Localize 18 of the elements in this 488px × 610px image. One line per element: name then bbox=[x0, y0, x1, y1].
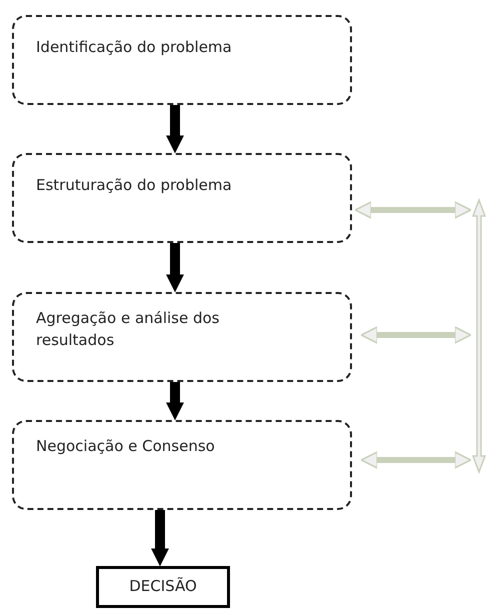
double-arrow-bar bbox=[472, 200, 486, 472]
arrow bbox=[166, 382, 184, 420]
process-box bbox=[12, 153, 352, 243]
arrow bbox=[354, 201, 472, 219]
arrow bbox=[166, 105, 184, 154]
box-text: Negociação e Consenso bbox=[36, 436, 216, 457]
arrow bbox=[360, 326, 472, 344]
box-text: Agregação e análise dos resultados bbox=[36, 308, 220, 351]
arrow bbox=[360, 451, 472, 469]
arrow bbox=[151, 510, 169, 566]
process-box bbox=[12, 292, 352, 382]
process-box bbox=[12, 15, 352, 105]
decision-box bbox=[96, 566, 230, 608]
box-text: DECISÃO bbox=[129, 576, 197, 598]
arrow bbox=[166, 243, 184, 292]
box-text: Estruturação do problema bbox=[36, 175, 233, 196]
process-box bbox=[12, 420, 352, 510]
box-text: Identificação do problema bbox=[36, 37, 233, 58]
